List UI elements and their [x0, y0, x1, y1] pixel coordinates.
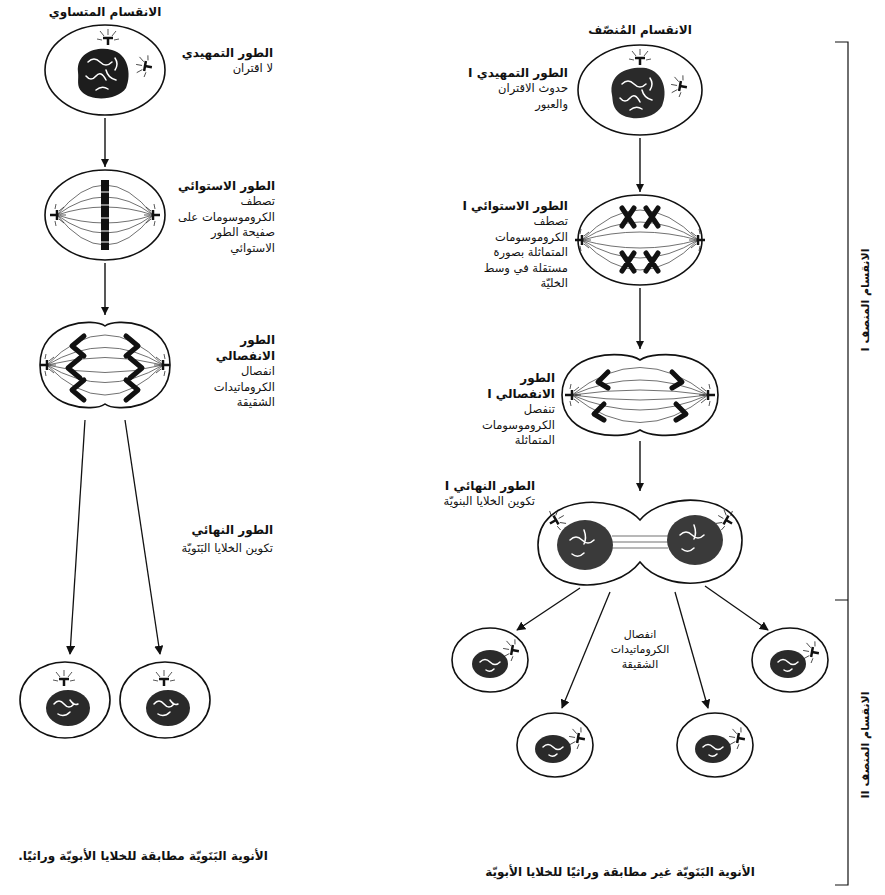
metaphase-i-cell	[575, 195, 705, 285]
anaphase-i-cell	[562, 355, 718, 436]
arrow-head	[101, 159, 109, 167]
daughter-cells	[452, 628, 828, 777]
stage-text: الطور التمهيديلا اقتران	[178, 45, 273, 77]
column-title: الانقسام المتساوي	[35, 4, 175, 20]
cell-frame	[578, 195, 702, 285]
arrow-head	[636, 184, 644, 192]
column-title: الانقسام المُنصّف	[570, 22, 710, 38]
stage-name: الطور الاستوائي I	[462, 198, 568, 214]
cell-stage: الطور التمهيدي Iحدوث الاقتران والعبور	[462, 45, 702, 135]
stage-text: الطور النهائي Iتكوين الخلايا البنويّة	[440, 478, 535, 510]
stage-note: تنفصل الكروموسومات المتماثلة	[462, 402, 555, 449]
cell-stage: الطور الاستوائيتصطف الكروموسومات على صفي…	[45, 170, 275, 260]
stage-note: انفصال الكروماتيدات الشقيقة	[598, 628, 682, 673]
bracket	[835, 42, 848, 885]
stage-arrow	[101, 118, 109, 167]
daughter-cells	[20, 662, 210, 738]
cell-stage: الطور الاستوائي Iتصطف الكروموسومات المتم…	[462, 195, 702, 292]
cell-frame	[562, 352, 718, 438]
stage-text: الطور الانفصالي Iتنفصل الكروموسومات المت…	[462, 370, 555, 449]
stage-arrow	[636, 138, 644, 192]
stage-text: الطور الاستوائي Iتصطف الكروموسومات المتم…	[462, 198, 568, 292]
cell-stage: الطور التمهيديلا اقتران	[45, 25, 273, 115]
cell-frame	[45, 25, 165, 115]
stage-text: الطور الانفصاليانفصال الكروماتيدات الشقي…	[180, 332, 275, 411]
daughter-arrows	[517, 586, 768, 708]
stage-note: لا اقتران	[178, 61, 273, 77]
arrow-head	[636, 341, 644, 349]
stage-note: تكوين الخلايا البنويّة	[440, 494, 535, 510]
stage-name: الطور النهائي I	[440, 478, 535, 494]
stage-name: الطور النهائي	[178, 522, 273, 538]
cell-frame	[538, 494, 742, 588]
telophase-i-cell	[538, 500, 742, 585]
cell-frame	[578, 45, 702, 135]
anaphase-cell	[40, 322, 170, 407]
cell-frame	[45, 170, 165, 260]
stage-name: الطور التمهيدي	[178, 45, 273, 61]
stage-name: الطور الانفصالي I	[462, 370, 555, 402]
stage-arrow	[101, 263, 109, 315]
prophase-cell	[45, 25, 165, 115]
bracket-label: الانقسام المنصف I	[859, 249, 874, 352]
cell-frame	[40, 318, 170, 412]
stage-name: الطور التمهيدي I	[462, 65, 568, 81]
stage-note: تصطف الكروموسومات المتماثلة بصورة مستقلة…	[462, 214, 568, 292]
stage-text: الطور التمهيدي Iحدوث الاقتران والعبور	[462, 65, 568, 112]
caption: الأنوية البَنَويّة غير مطابقة وراثيًا لل…	[410, 864, 830, 880]
arrow-head	[101, 307, 109, 315]
prophase-i-cell	[578, 45, 702, 135]
stage-note: تكوين الخلايا البَنَويّة	[178, 541, 273, 557]
daughter-arrows	[70, 420, 160, 654]
stage-text: الطور الاستوائيتصطف الكروموسومات على صفي…	[175, 178, 275, 256]
stage-arrow	[636, 441, 644, 491]
cell-stage: الطور النهائي Iتكوين الخلايا البنويّة	[440, 478, 742, 588]
stage-note: تصطف الكروموسومات على صفيحة الطور الاستو…	[175, 194, 275, 256]
arrow-head	[636, 483, 644, 491]
stage-name: الطور الانفصالي	[180, 332, 275, 364]
bracket-label: الانقسام المنصف II	[859, 692, 874, 799]
stage-arrow	[636, 288, 644, 349]
metaphase-cell	[45, 170, 165, 260]
stage-note: حدوث الاقتران والعبور	[462, 81, 568, 112]
cell-stage: الطور الانفصالي Iتنفصل الكروموسومات المت…	[462, 352, 718, 449]
caption: الأنوية البَنَويّة مطابقة للخلايا الأبوي…	[8, 848, 278, 864]
stage-note: انفصال الكروماتيدات الشقيقة	[180, 364, 275, 411]
stage-name: الطور الاستوائي	[175, 178, 275, 194]
cell-stage: الطور الانفصاليانفصال الكروماتيدات الشقي…	[40, 318, 275, 412]
